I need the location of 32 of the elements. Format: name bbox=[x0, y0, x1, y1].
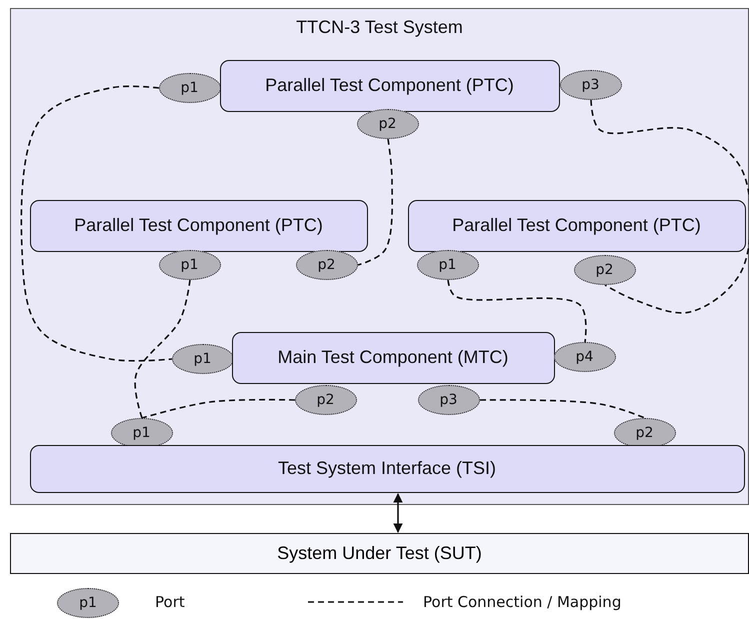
component-box: Parallel Test Component (PTC) bbox=[408, 200, 746, 252]
port-connection-line bbox=[358, 138, 393, 266]
component-box: Parallel Test Component (PTC) bbox=[220, 60, 560, 112]
port-ellipse: p2 bbox=[614, 418, 676, 448]
test-system-panel bbox=[10, 8, 749, 505]
component-box: Parallel Test Component (PTC) bbox=[30, 200, 368, 252]
component-box: Main Test Component (MTC) bbox=[232, 332, 554, 384]
system-title: TTCN-3 Test System bbox=[296, 17, 463, 38]
port-ellipse: p1 bbox=[172, 344, 234, 374]
port-ellipse: p1 bbox=[158, 72, 220, 102]
port-connection-line bbox=[480, 399, 646, 419]
component-box: Test System Interface (TSI) bbox=[30, 444, 744, 492]
port-ellipse: p3 bbox=[560, 70, 622, 100]
port-ellipse: p2 bbox=[356, 108, 418, 138]
port-connection-line bbox=[142, 398, 296, 419]
port-connection-line bbox=[447, 280, 587, 342]
port-ellipse: p3 bbox=[418, 384, 480, 414]
port-ellipse: p4 bbox=[554, 342, 616, 372]
arrow bbox=[393, 493, 403, 533]
port-connection-line bbox=[134, 280, 191, 418]
port-connection-line bbox=[20, 86, 172, 362]
legend-text: Port bbox=[155, 593, 185, 611]
port-ellipse: p2 bbox=[294, 384, 356, 414]
port-ellipse: p2 bbox=[574, 254, 636, 284]
port-ellipse: p1 bbox=[110, 418, 172, 448]
system-box: System Under Test (SUT) bbox=[10, 533, 749, 574]
port-ellipse: p1 bbox=[57, 588, 119, 618]
legend-text: Port Connection / Mapping bbox=[423, 593, 622, 611]
port-connection-line bbox=[590, 100, 749, 314]
port-ellipse: p2 bbox=[296, 250, 358, 280]
port-ellipse: p1 bbox=[416, 250, 478, 280]
port-ellipse: p1 bbox=[158, 250, 220, 280]
